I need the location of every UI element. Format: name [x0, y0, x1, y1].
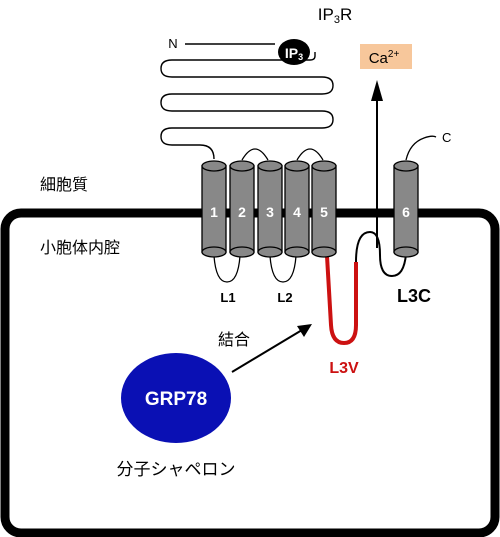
loop-l3v [325, 255, 358, 346]
helix-6-label: 6 [402, 204, 410, 220]
helix-1 [201, 160, 227, 258]
binding-arrowhead [297, 324, 312, 337]
helix-6 [393, 160, 419, 258]
cytoplasm-label: 細胞質 [40, 175, 88, 194]
c-terminal-tail [405, 135, 437, 161]
loop-l3c [355, 230, 407, 278]
loop-l2 [269, 255, 297, 283]
loop-l1-label: L1 [220, 290, 235, 305]
helix-5-label: 5 [320, 204, 328, 220]
helix-2 [229, 160, 255, 258]
ca-ion-box [360, 44, 412, 69]
ca-ion-label: Ca2+ [369, 49, 400, 67]
cytoplasmic-loop-4-5 [296, 148, 324, 161]
n-terminal-coil [160, 43, 334, 160]
helix-1-label: 1 [210, 204, 218, 220]
chaperone-caption: 分子シャペロン [117, 460, 236, 480]
n-terminus-label: N [168, 36, 177, 51]
helix-3-label: 3 [266, 204, 274, 220]
grp78-label: GRP78 [145, 389, 207, 410]
ip3r-title: IP3R [318, 5, 352, 26]
binding-arrow [231, 329, 303, 373]
ip3-ligand-label: IP3 [285, 45, 303, 62]
cytoplasmic-loop-2-3 [241, 148, 269, 161]
loop-l2-label: L2 [277, 290, 292, 305]
ca-flux-arrowhead [371, 80, 383, 101]
helix-4-label: 4 [293, 204, 301, 220]
loop-l3v-label: L3V [329, 360, 359, 377]
binding-label: 結合 [218, 330, 250, 349]
er-membrane [0, 208, 500, 537]
ip3-ligand [278, 39, 310, 65]
grp78-chaperone [121, 353, 231, 443]
loop-l3c-label: L3C [397, 286, 431, 306]
er-lumen-label: 小胞体内腔 [40, 238, 120, 257]
helix-4 [284, 160, 310, 258]
helix-2-label: 2 [238, 204, 246, 220]
helix-3 [257, 160, 283, 258]
c-terminus-label: C [442, 130, 451, 145]
loop-l1 [213, 255, 241, 283]
helix-5 [311, 160, 337, 258]
